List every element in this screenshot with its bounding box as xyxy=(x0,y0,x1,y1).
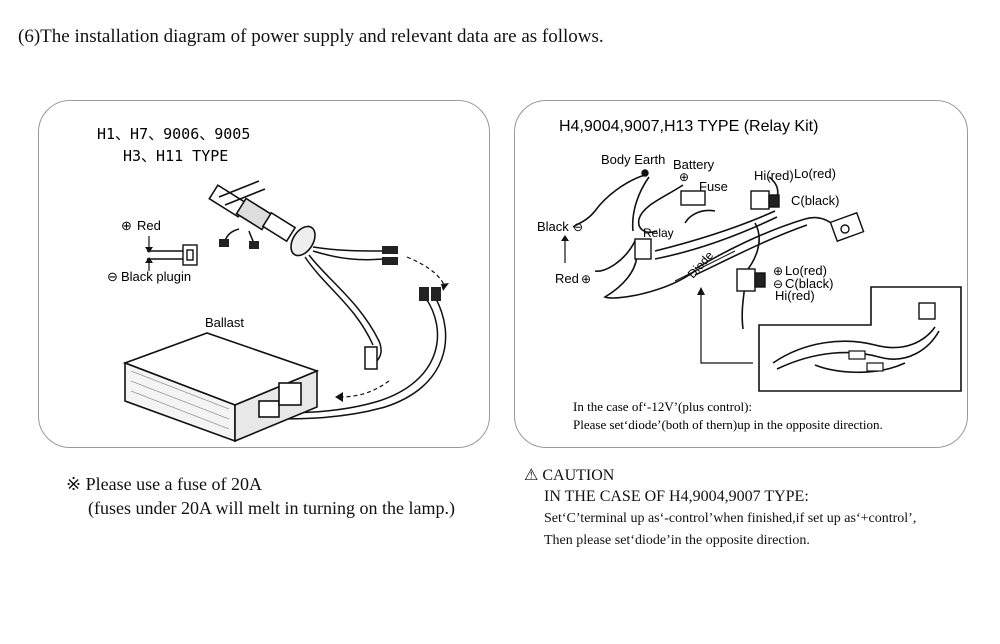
connect-arrow-1 xyxy=(406,256,446,288)
red-label: Red xyxy=(137,218,161,233)
diode-label: Diode xyxy=(685,248,717,281)
right-note-line1: In the case of‘-12V’(plus control): xyxy=(573,399,752,414)
bulb-icon xyxy=(208,180,316,257)
black-label: Black xyxy=(537,219,569,234)
connector-e xyxy=(419,287,429,301)
arrow-head-2 xyxy=(335,392,343,402)
connect-arrow-2 xyxy=(338,380,390,398)
inset-diode-icon-2 xyxy=(866,362,884,372)
c-black-bottom-label: C(black) xyxy=(785,276,833,291)
caution-block: ⚠ CAUTION IN THE CASE OF H4,9004,9007 TY… xyxy=(524,466,916,552)
callout-arrow-head xyxy=(697,287,705,295)
inset-detail xyxy=(758,286,962,392)
caution-line2: Set‘C’terminal up as‘-control’when finis… xyxy=(544,511,917,526)
arrow-head-1 xyxy=(441,283,449,291)
battery-label: Battery xyxy=(673,157,715,172)
fuse-note-line2: (fuses under 20A will melt in turning on… xyxy=(88,498,455,518)
relay-label: Relay xyxy=(643,226,674,240)
connector-f xyxy=(431,287,441,301)
top-connector-icon xyxy=(750,190,780,210)
caution-line3: Then please set‘diode’in the opposite di… xyxy=(544,533,810,548)
battery-terminal-icon xyxy=(641,169,649,177)
battery-plus-symbol: ⊕ xyxy=(679,170,689,184)
fuse-icon xyxy=(680,190,706,206)
black-plugin-label: Black plugin xyxy=(121,269,191,284)
headlight-connector-icon xyxy=(829,211,865,243)
lo-red-bottom-symbol: ⊕ xyxy=(773,264,783,278)
hi-red-top-label: Hi(red) xyxy=(754,168,794,183)
callout-line xyxy=(700,291,753,364)
harness-wires xyxy=(224,228,385,364)
red-label-symbol: ⊕ xyxy=(121,218,132,233)
connector-d xyxy=(249,241,259,249)
connector-b xyxy=(382,257,398,265)
right-note-line2: Please set‘diode’(both of thern)up in th… xyxy=(573,417,883,432)
ballast-box xyxy=(122,332,320,443)
hi-red-bottom-label: Hi(red) xyxy=(775,288,815,303)
plugin-icon xyxy=(147,244,198,266)
caution-title: ⚠ CAUTION xyxy=(524,467,615,484)
black-label-symbol: ⊖ xyxy=(107,269,118,284)
inset-diode-icon xyxy=(848,350,866,360)
single-beam-wiring-diagram: H1、H7、9006、9005 H3、H11 TYPE xyxy=(97,125,449,443)
connector-c xyxy=(219,239,229,247)
inset-connector-icon xyxy=(918,302,936,320)
ballast-label: Ballast xyxy=(205,315,244,330)
body-earth-label: Body Earth xyxy=(601,152,665,167)
c-black-bottom-symbol: ⊖ xyxy=(773,277,783,291)
caution-line1: IN THE CASE OF H4,9004,9007 TYPE: xyxy=(544,488,809,505)
diode-bracket xyxy=(674,250,736,282)
left-diagram-panel: H1、H7、9006、9005 H3、H11 TYPE xyxy=(38,100,490,448)
fuse-label: Fuse xyxy=(699,179,728,194)
relay-icon xyxy=(634,238,652,260)
c-black-top-label: C(black) xyxy=(791,193,839,208)
left-title-line2: H3、H11 TYPE xyxy=(123,147,228,165)
black-arrow-head xyxy=(145,257,153,263)
red-arrow-head xyxy=(145,247,153,253)
right-diagram-panel: H4,9004,9007,H13 TYPE (Relay Kit) Body E… xyxy=(514,100,968,448)
right-title: H4,9004,9007,H13 TYPE (Relay Kit) xyxy=(559,118,818,135)
red-pointer-head xyxy=(561,235,569,241)
red-label: Red xyxy=(555,271,579,286)
lo-red-top-label: Lo(red) xyxy=(794,166,836,181)
lower-connector-icon xyxy=(736,268,766,292)
connector-a xyxy=(382,246,398,254)
plug-connector xyxy=(364,346,378,370)
black-minus-symbol: ⊖ xyxy=(573,220,583,234)
left-title-line1: H1、H7、9006、9005 xyxy=(97,125,250,143)
lo-red-bottom-label: Lo(red) xyxy=(785,263,827,278)
page-heading: (6)The installation diagram of power sup… xyxy=(18,26,604,47)
fuse-note: ※ Please use a fuse of 20A (fuses under … xyxy=(66,472,455,520)
red-plus-symbol: ⊕ xyxy=(581,272,591,286)
relay-kit-wiring-diagram: H4,9004,9007,H13 TYPE (Relay Kit) Body E… xyxy=(537,118,962,432)
fuse-note-line1: ※ Please use a fuse of 20A xyxy=(66,474,263,494)
